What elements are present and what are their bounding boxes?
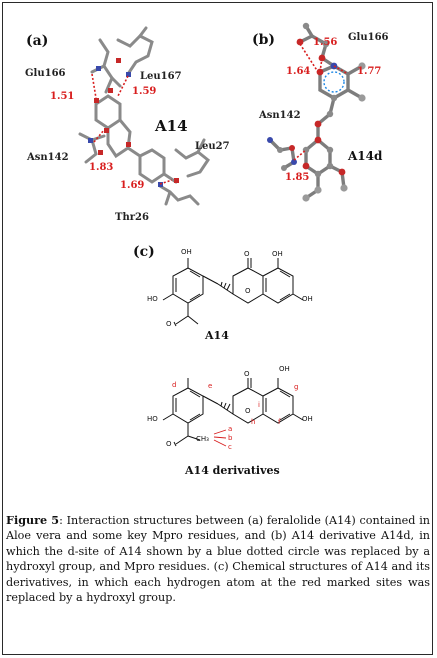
site-f-label: f [278, 418, 281, 426]
site-b-label: b [228, 434, 233, 442]
panel-b-label: (b) [252, 32, 276, 48]
site-c-label: c [228, 443, 232, 451]
atom-label: O [245, 407, 251, 415]
atom-label: OH [302, 295, 313, 303]
atom-label: OH [302, 415, 313, 423]
hbond-distance-label: 1.77 [357, 66, 382, 77]
hbond-distance-label: 1.56 [313, 37, 338, 48]
atom-label: HO [147, 295, 158, 303]
hbond-distance-label: 1.85 [285, 172, 310, 183]
hbond-distance-label: 1.69 [120, 180, 145, 191]
structure-a14-derivatives-name: A14 derivatives [185, 464, 280, 477]
a14-derivatives-structure-diagram [162, 378, 304, 447]
figure-frame [2, 2, 433, 655]
atom-label: O [166, 440, 172, 448]
panel-c-label: (c) [133, 244, 155, 260]
atom-label: O [244, 250, 250, 258]
atom-label: OH [279, 365, 290, 373]
residue-glu166-label: Glu166 [348, 32, 389, 43]
structure-a14-name: A14 [205, 329, 229, 342]
panel-a-molecule-render [78, 26, 211, 206]
figure-caption-text: : Interaction structures between (a) fer… [6, 514, 430, 605]
site-e-label: e [208, 382, 213, 390]
atom-label: OH [181, 248, 192, 256]
atom-label: O [245, 287, 251, 295]
hbond-distance-label: 1.64 [286, 66, 311, 77]
atom-label: O [244, 370, 250, 378]
site-a-label: a [228, 425, 233, 433]
atom-label: HO [147, 415, 158, 423]
figure-caption: Figure 5: Interaction structures between… [6, 513, 430, 605]
ligand-a14d-label: A14d [348, 149, 383, 163]
panel-a-label: (a) [26, 33, 49, 49]
a14-structure-diagram [162, 258, 304, 327]
residue-asn142-label: Asn142 [259, 110, 301, 121]
residue-asn142-label: Asn142 [27, 152, 69, 163]
residue-leu167-label: Leu167 [140, 71, 182, 82]
site-i-label: i [258, 401, 260, 409]
d-site-circle [323, 71, 345, 93]
residue-thr26-label: Thr26 [115, 212, 149, 223]
site-g-label: g [294, 383, 299, 391]
residue-leu27-label: Leu27 [195, 141, 230, 152]
site-h-label: h [251, 418, 256, 426]
hbond-distance-label: 1.59 [132, 86, 157, 97]
site-d-label: d [172, 381, 177, 389]
ligand-a14-label: A14 [155, 117, 188, 135]
hbond-distance-label: 1.51 [50, 91, 75, 102]
atom-label: O [166, 320, 172, 328]
panel-b-molecule-render [267, 22, 366, 202]
hbond-distance-label: 1.83 [89, 162, 114, 173]
figure-caption-label: Figure 5 [6, 513, 60, 527]
atom-label: OH [272, 250, 283, 258]
atom-label: CH₃ [196, 435, 209, 443]
residue-glu166-label: Glu166 [25, 68, 66, 79]
